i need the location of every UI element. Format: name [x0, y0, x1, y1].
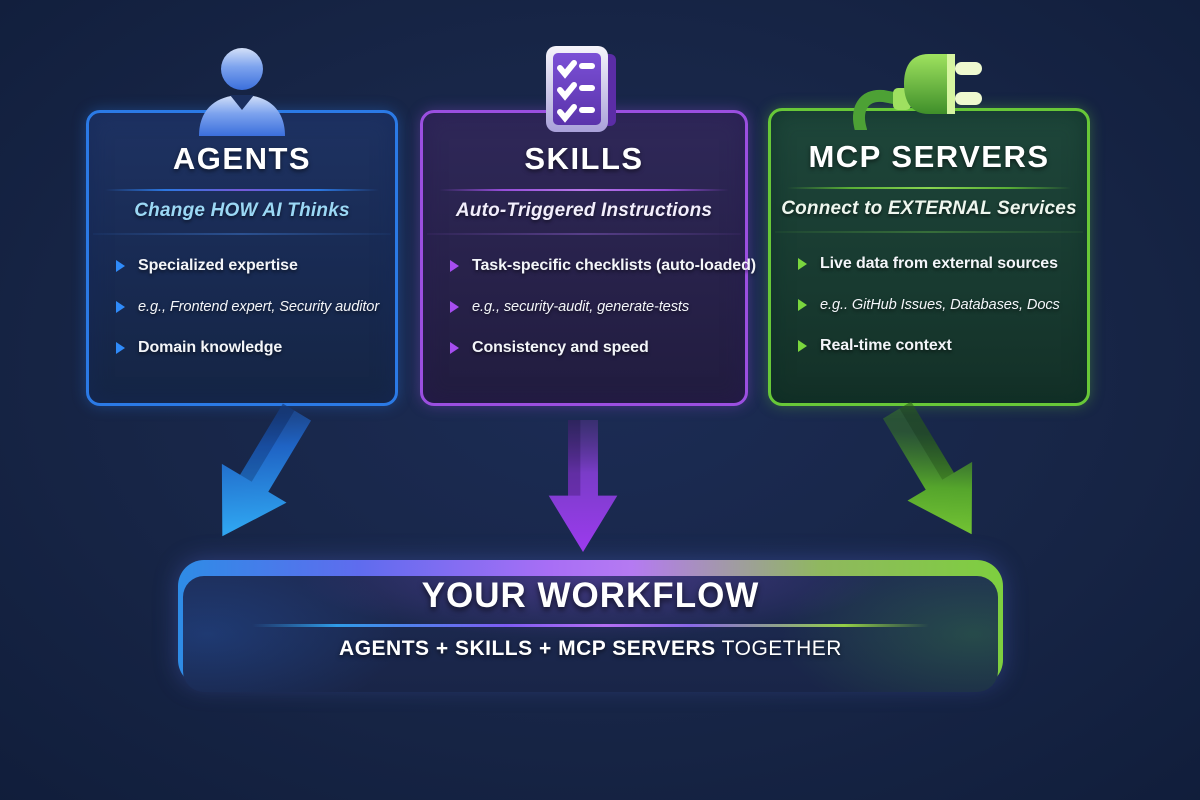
workflow-title: YOUR WORKFLOW: [421, 576, 760, 615]
workflow-box: YOUR WORKFLOW AGENTS + SKILLS + MCP SERV…: [178, 560, 1003, 692]
bullet-text: Real-time context: [820, 337, 952, 354]
bullet-text: e.g., security-audit, generate-tests: [472, 299, 690, 315]
bullet-triangle-icon: [798, 340, 807, 352]
mcp-bullet-list: Live data from external sources e.g.. Gi…: [771, 255, 1087, 355]
checklist-icon: [546, 46, 616, 132]
mcp-subtitle-divider: [775, 231, 1083, 233]
skills-title-divider: [439, 189, 729, 191]
bullet-triangle-icon: [798, 258, 807, 270]
skills-bullet-list: Task-specific checklists (auto-loaded) e…: [423, 257, 756, 357]
bullet-text: Consistency and speed: [472, 339, 649, 356]
agents-card-title: AGENTS: [172, 141, 312, 176]
agents-card-subtitle: Change HOW AI Thinks: [134, 200, 350, 221]
list-item: e.g., security-audit, generate-tests: [450, 299, 737, 315]
bullet-triangle-icon: [450, 342, 459, 354]
workflow-subtitle-rest: TOGETHER: [721, 637, 842, 660]
bullet-text: Task-specific checklists (auto-loaded): [472, 257, 756, 274]
list-item: Live data from external sources: [798, 255, 1079, 273]
list-item: e.g., Frontend expert, Security auditor: [116, 299, 387, 315]
bullet-triangle-icon: [116, 260, 125, 272]
bullet-text: Live data from external sources: [820, 255, 1058, 272]
bullet-triangle-icon: [798, 299, 807, 311]
list-item: e.g.. GitHub Issues, Databases, Docs: [798, 297, 1079, 313]
list-item: Task-specific checklists (auto-loaded): [450, 257, 756, 275]
bullet-text: e.g., Frontend expert, Security auditor: [138, 299, 380, 315]
workflow-box-inner: YOUR WORKFLOW AGENTS + SKILLS + MCP SERV…: [183, 576, 998, 692]
person-icon: [199, 48, 285, 136]
skills-card: SKILLS Auto-Triggered Instructions Task-…: [420, 110, 756, 406]
mcp-servers-card: MCP SERVERS Connect to EXTERNAL Services…: [768, 108, 1090, 406]
bullet-triangle-icon: [116, 342, 125, 354]
skills-subtitle-divider: [427, 233, 741, 235]
bullet-text: e.g.. GitHub Issues, Databases, Docs: [820, 297, 1060, 313]
mcp-title-divider: [787, 187, 1071, 189]
agents-bullet-list: Specialized expertise e.g., Frontend exp…: [89, 257, 395, 357]
workflow-subtitle: AGENTS + SKILLS + MCP SERVERS TOGETHER: [183, 637, 998, 661]
list-item: Consistency and speed: [450, 339, 737, 357]
bullet-text: Specialized expertise: [138, 257, 298, 274]
agents-title-divider: [105, 189, 379, 191]
list-item: Specialized expertise: [116, 257, 387, 275]
bullet-triangle-icon: [450, 260, 459, 272]
bullet-triangle-icon: [116, 301, 125, 313]
skills-card-subtitle: Auto-Triggered Instructions: [455, 200, 713, 221]
mcp-card-subtitle: Connect to EXTERNAL Services: [781, 198, 1077, 219]
workflow-subtitle-strong: AGENTS + SKILLS + MCP SERVERS: [339, 637, 716, 660]
agents-subtitle-divider: [93, 233, 391, 235]
bullet-triangle-icon: [450, 301, 459, 313]
skills-card-title: SKILLS: [524, 141, 644, 176]
bullet-text: Domain knowledge: [138, 339, 283, 356]
list-item: Real-time context: [798, 337, 1079, 355]
skills-arrow-icon: [548, 420, 618, 552]
mcp-arrow-icon: [882, 401, 973, 535]
agents-card: AGENTS Change HOW AI Thinks Specialized …: [86, 110, 398, 406]
mcp-card-title: MCP SERVERS: [808, 139, 1050, 174]
agents-arrow-icon: [221, 403, 312, 537]
workflow-divider: [238, 624, 943, 627]
plug-icon: [853, 54, 982, 130]
list-item: Domain knowledge: [116, 339, 387, 357]
